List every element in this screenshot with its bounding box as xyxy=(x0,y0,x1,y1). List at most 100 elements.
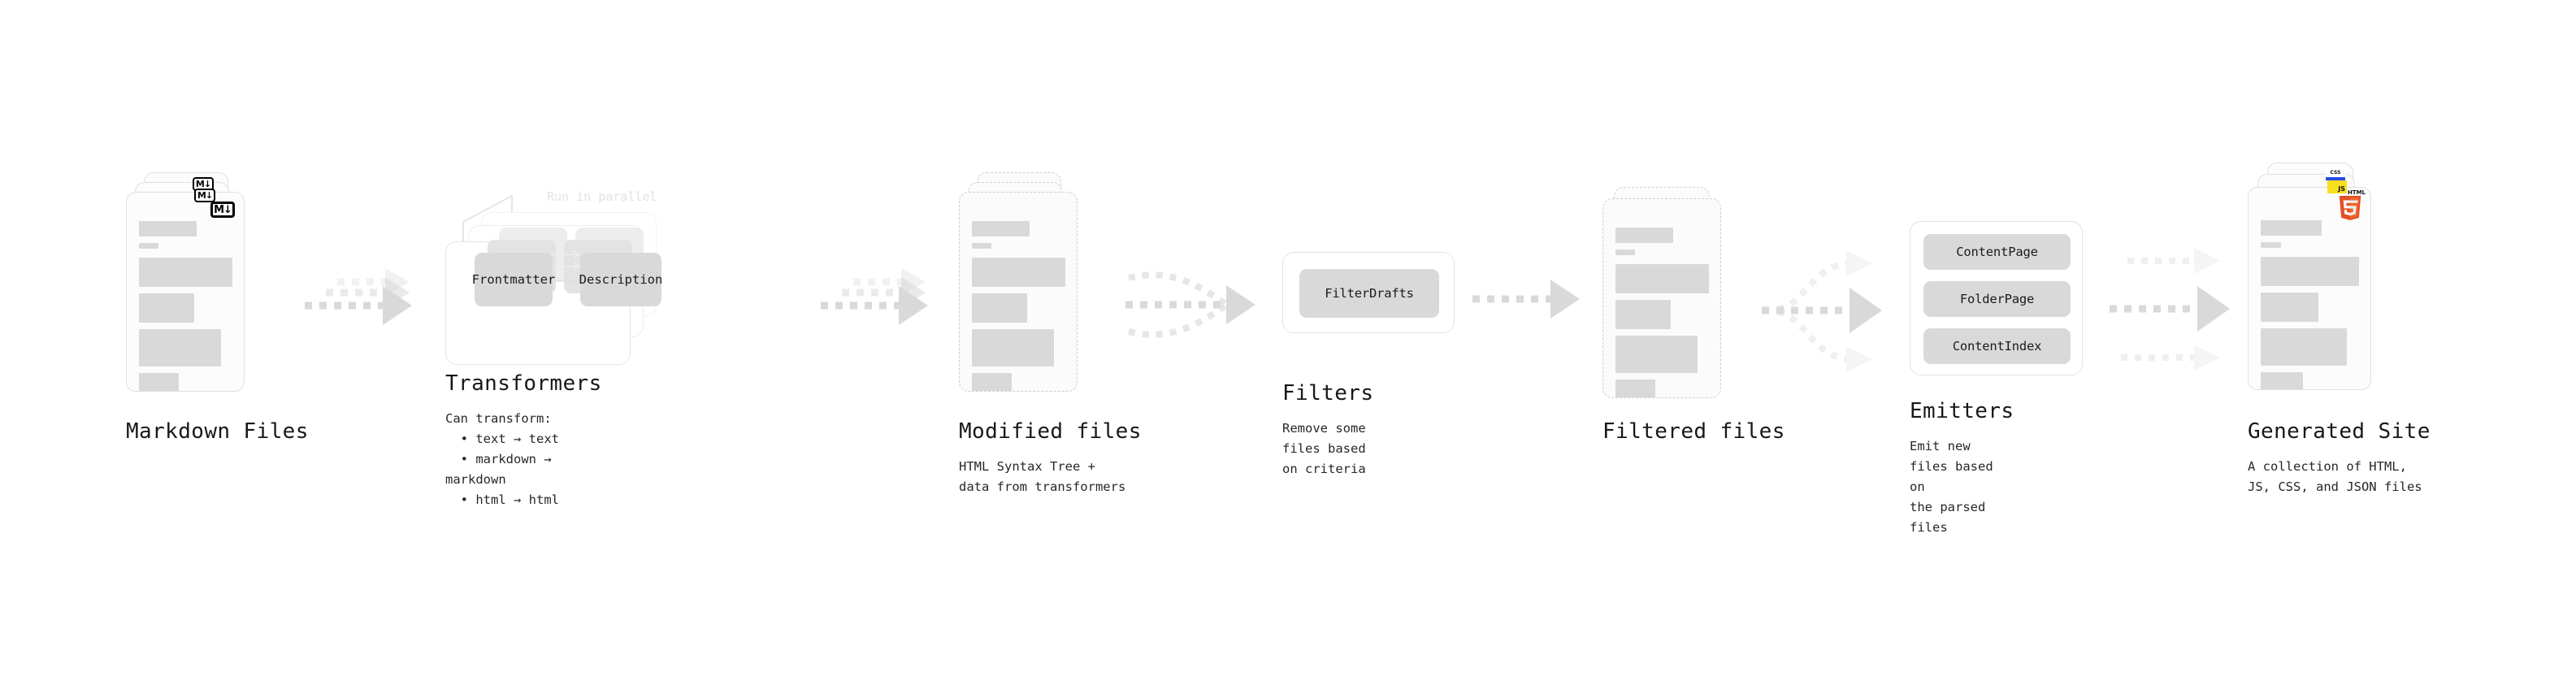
emitters-box: ContentPage FolderPage ContentIndex xyxy=(1910,221,2083,375)
css-icon-label: CSS xyxy=(2330,170,2341,176)
emitters-caption: Emitters Emit new files based on the par… xyxy=(1910,400,2014,538)
skeleton-row xyxy=(1615,336,1698,373)
generated-site-graphic: CSS JS HTML xyxy=(2248,163,2371,390)
connector-modified-to-filters xyxy=(1125,256,1260,354)
filtered-files-graphic xyxy=(1602,187,1721,398)
stage-title: Transformers xyxy=(445,371,602,396)
skeleton-row xyxy=(1615,249,1636,255)
markdown-files-caption: Markdown Files xyxy=(126,420,309,444)
html5-icon-label: HTML xyxy=(2347,189,2366,196)
skeleton-row xyxy=(2261,328,2348,366)
skeleton-row xyxy=(972,293,1027,323)
stage-title: Filters xyxy=(1282,381,1374,406)
skeleton-row xyxy=(2261,242,2282,248)
filtered-files-caption: Filtered files xyxy=(1602,420,1785,444)
skeleton-row xyxy=(139,293,194,323)
skeleton-row xyxy=(1615,380,1656,397)
filters-caption: Filters Remove some files based on crite… xyxy=(1282,382,1373,479)
emitter-chip-folderpage[interactable]: FolderPage xyxy=(1923,281,2071,317)
filters-graphic: FilterDrafts xyxy=(1282,252,1455,333)
markdown-files-graphic: M↓ M↓ M↓ xyxy=(126,172,245,392)
stage-title: Markdown Files xyxy=(126,419,309,444)
stage-description: Emit new files based on the parsed files xyxy=(1910,438,1993,536)
transformers-caption: Transformers Can transform: • text → tex… xyxy=(445,372,602,510)
skeleton-row xyxy=(2261,220,2322,236)
filter-chip-filterdrafts[interactable]: FilterDrafts xyxy=(1299,269,1439,318)
doc-skeleton xyxy=(972,221,1065,391)
js-icon: JS xyxy=(2327,180,2347,193)
markdown-icon: M↓ xyxy=(210,202,235,218)
connector-markdown-to-transformers xyxy=(303,268,414,332)
transformer-layer-stack: Run in parallel xyxy=(445,189,662,365)
skeleton-row xyxy=(972,258,1065,287)
document-stack xyxy=(959,172,1078,392)
skeleton-row xyxy=(139,329,222,367)
skeleton-row xyxy=(139,243,159,249)
js-icon-label: JS xyxy=(2338,185,2345,193)
doc-skeleton xyxy=(2261,220,2359,389)
stage-title: Modified files xyxy=(959,419,1142,444)
document-stack xyxy=(1602,187,1721,398)
stage-description: Can transform: • text → text • markdown … xyxy=(445,410,559,508)
doc-skeleton xyxy=(139,221,232,391)
dashed-diverge-arrow-group xyxy=(1762,250,1882,372)
skeleton-row xyxy=(2261,293,2319,322)
filters-box: FilterDrafts xyxy=(1282,252,1455,333)
stage-title: Generated Site xyxy=(2248,419,2431,444)
stage-description: HTML Syntax Tree + data from transformer… xyxy=(959,458,1126,494)
document-stack: M↓ M↓ M↓ xyxy=(126,172,245,392)
skeleton-row xyxy=(972,373,1013,391)
generated-site-caption: Generated Site A collection of HTML, JS,… xyxy=(2248,420,2431,497)
skeleton-row xyxy=(972,221,1030,236)
skeleton-row xyxy=(1615,264,1709,293)
skeleton-row xyxy=(139,221,197,236)
dashed-parallel-arrow-group xyxy=(2110,248,2230,371)
modified-files-graphic xyxy=(959,172,1078,392)
connector-filtered-to-emitters xyxy=(1762,237,1908,384)
skeleton-row xyxy=(1615,300,1671,329)
dashed-arrow xyxy=(1472,280,1580,319)
stage-title: Filtered files xyxy=(1602,419,1785,444)
connector-emitters-to-site xyxy=(2110,236,2248,382)
doc-card-front xyxy=(1602,198,1721,398)
connector-transformers-to-modified xyxy=(819,268,930,332)
markdown-icon: M↓ xyxy=(194,189,215,202)
skeleton-row xyxy=(2261,257,2359,286)
emitter-chip-contentindex[interactable]: ContentIndex xyxy=(1923,328,2071,364)
chip-label: Description xyxy=(579,272,663,287)
dashed-arrow-group xyxy=(821,268,928,325)
skeleton-row xyxy=(139,373,180,391)
emitter-chip-contentpage[interactable]: ContentPage xyxy=(1923,234,2071,270)
doc-card-front: HTML xyxy=(2248,187,2371,390)
stage-description: Remove some files based on criteria xyxy=(1282,420,1366,476)
doc-skeleton xyxy=(1615,228,1709,397)
skeleton-row xyxy=(139,258,232,287)
skeleton-row xyxy=(972,329,1055,367)
skeleton-row xyxy=(972,243,992,249)
emitters-graphic: ContentPage FolderPage ContentIndex xyxy=(1910,221,2083,375)
dashed-converge-arrow-group xyxy=(1125,271,1255,338)
chip-label: ContentPage xyxy=(1956,245,2038,259)
transformer-chip-frontmatter[interactable]: Frontmatter xyxy=(471,253,556,306)
stage-title: Emitters xyxy=(1910,399,2014,423)
skeleton-row xyxy=(1615,228,1674,243)
dashed-arrow-group xyxy=(305,268,412,325)
stage-description: A collection of HTML, JS, CSS, and JSON … xyxy=(2248,458,2422,494)
transformers-graphic: Run in parallel xyxy=(445,189,662,365)
run-in-parallel-bracket xyxy=(462,195,513,247)
chip-label: Frontmatter xyxy=(471,272,556,287)
doc-card-front xyxy=(959,192,1078,392)
skeleton-row xyxy=(2261,372,2304,389)
doc-card-front: M↓ xyxy=(126,192,245,392)
chip-label: FolderPage xyxy=(1959,292,2035,306)
html5-icon xyxy=(2339,196,2361,220)
chip-label: FilterDrafts xyxy=(1325,286,1414,301)
connector-filters-to-filtered xyxy=(1472,278,1581,320)
css-icon-bar xyxy=(2326,177,2345,180)
chip-label: ContentIndex xyxy=(1952,339,2042,354)
run-in-parallel-label: Run in parallel xyxy=(547,189,657,204)
document-stack: CSS JS HTML xyxy=(2248,163,2371,390)
modified-files-caption: Modified files HTML Syntax Tree + data f… xyxy=(959,420,1142,497)
transformer-chip-description[interactable]: Description xyxy=(579,253,663,306)
